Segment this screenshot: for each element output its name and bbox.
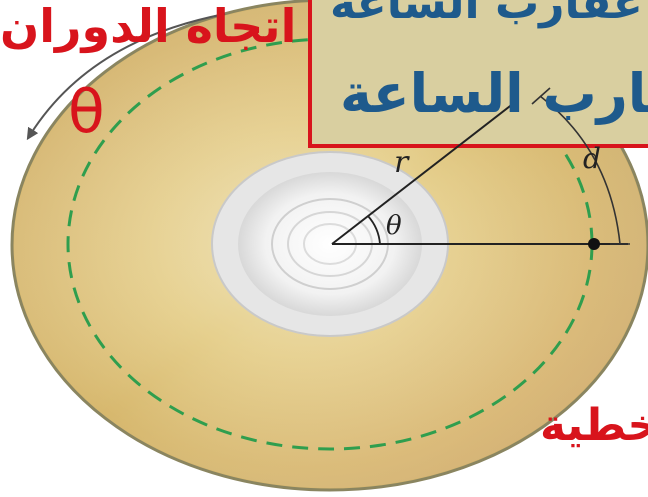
angle-arc — [367, 215, 381, 245]
end-point — [510, 99, 518, 107]
annotation-box — [308, 0, 648, 148]
rotation-arrow — [26, 13, 226, 141]
angle-label: θ — [386, 211, 402, 241]
box-text-bottom: عقارب الساعة — [340, 62, 648, 125]
box-text-top: عكس عقارب الساعة — [330, 0, 648, 29]
theta-handwritten: θ — [68, 77, 105, 147]
hub-inner — [238, 172, 422, 316]
radius-label: r — [394, 145, 410, 180]
radius-line — [331, 102, 515, 245]
corner-note: خطية — [540, 400, 648, 451]
start-point — [588, 238, 600, 250]
arc-length-dimension — [539, 95, 621, 245]
arc-length-tick-top — [531, 87, 551, 105]
rotation-direction-note: اتجاه الدوران — [0, 0, 296, 53]
arc-length-label: d — [583, 142, 601, 175]
